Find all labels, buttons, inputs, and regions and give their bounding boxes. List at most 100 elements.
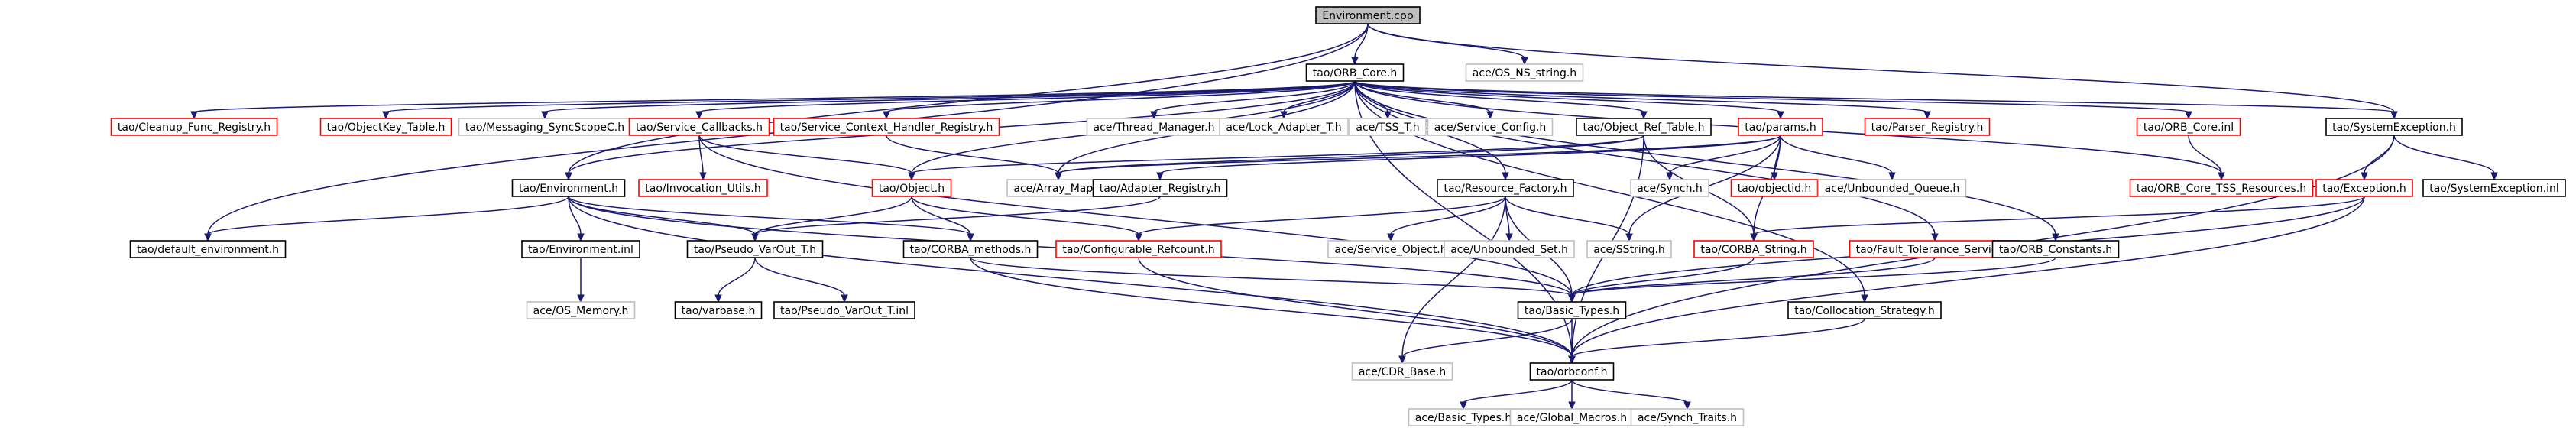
graph-node-cdr-base[interactable]: ace/CDR_Base.h — [1351, 362, 1453, 381]
dependency-arrowhead — [1502, 172, 1509, 181]
graph-node-corba-string[interactable]: tao/CORBA_String.h — [1693, 240, 1814, 258]
dependency-edge-line — [1058, 135, 1644, 174]
graph-node-os-memory[interactable]: ace/OS_Memory.h — [526, 301, 636, 319]
dependency-edge-line — [754, 196, 1161, 235]
dependency-edge — [698, 135, 707, 181]
dependency-arrowhead — [1568, 401, 1576, 410]
graph-node-box — [2315, 179, 2413, 197]
graph-node-resource-factory[interactable]: tao/Resource_Factory.h — [1437, 179, 1574, 197]
graph-node-label: ace/Global_Macros.h — [1517, 412, 1627, 424]
dependency-arrowhead — [204, 233, 212, 242]
dependency-edge — [1354, 80, 1648, 120]
graph-node-box — [1315, 6, 1421, 24]
dependency-arrowhead — [699, 172, 707, 181]
graph-node-tss-t[interactable]: ace/TSS_T.h — [1349, 118, 1427, 136]
graph-node-label: Environment.cpp — [1322, 10, 1413, 22]
graph-node-orbconf[interactable]: tao/orbconf.h — [1529, 362, 1615, 381]
graph-node-object-h[interactable]: tao/Object.h — [871, 179, 952, 197]
graph-node-unbounded-set[interactable]: ace/Unbounded_Set.h — [1444, 240, 1575, 258]
graph-node-label: tao/Parser_Registry.h — [1871, 122, 1984, 134]
graph-node-label: tao/varbase.h — [682, 305, 756, 317]
dependency-edge — [1354, 80, 1931, 120]
dependency-edge-line — [1571, 257, 1755, 297]
graph-node-svc-config[interactable]: ace/Service_Config.h — [1427, 118, 1554, 136]
graph-node-exception-h[interactable]: tao/Exception.h — [2315, 179, 2413, 197]
graph-node-thread-mgr[interactable]: ace/Thread_Manager.h — [1086, 118, 1222, 136]
graph-node-box — [686, 240, 824, 258]
graph-node-orb-core-h[interactable]: tao/ORB_Core.h — [1305, 63, 1405, 82]
graph-node-objectkey[interactable]: tao/ObjectKey_Table.h — [319, 118, 452, 136]
dependency-edge-line — [1505, 196, 1630, 235]
dependency-arrowhead — [2361, 172, 2368, 181]
graph-node-orb-core-tss[interactable]: tao/ORB_Core_TSS_Resources.h — [2129, 179, 2314, 197]
dependency-edge-line — [698, 135, 1573, 297]
dependency-arrowhead — [2218, 172, 2225, 181]
graph-node-label: tao/Object_Ref_Table.h — [1583, 122, 1704, 134]
graph-node-sys-exc-h[interactable]: tao/SystemException.h — [2325, 118, 2463, 136]
dependency-edge — [714, 257, 756, 303]
graph-node-box — [1517, 301, 1627, 319]
graph-node-configurable-refcount[interactable]: tao/Configurable_Refcount.h — [1055, 240, 1222, 258]
graph-node-box — [1529, 362, 1615, 381]
graph-node-sstring[interactable]: ace/SString.h — [1586, 240, 1672, 258]
node-layer: Environment.cpp tao/ORB_Core.h ace/OS_NS_s… — [110, 6, 2566, 426]
dependency-edge — [1460, 379, 1573, 410]
graph-node-synch-h[interactable]: ace/Synch.h — [1630, 179, 1709, 197]
graph-node-box — [511, 179, 626, 197]
dependency-edge — [1354, 80, 2192, 120]
graph-node-os-ns-string[interactable]: ace/OS_NS_string.h — [1465, 63, 1584, 82]
dependency-arrowhead — [1505, 233, 1513, 242]
graph-node-orb-core-inl[interactable]: tao/ORB_Core.inl — [2136, 118, 2241, 136]
graph-node-box — [129, 240, 287, 258]
dependency-arrowhead — [1666, 172, 1674, 181]
graph-node-array-map[interactable]: ace/Array_Map.h — [1006, 179, 1110, 197]
graph-node-invocation-utils[interactable]: tao/Invocation_Utils.h — [638, 179, 768, 197]
graph-node-lock-adapter[interactable]: ace/Lock_Adapter_T.h — [1219, 118, 1349, 136]
dependency-edge-line — [1367, 23, 2395, 113]
graph-node-messaging[interactable]: tao/Messaging_SyncScopeC.h — [458, 118, 632, 136]
graph-node-env-cpp[interactable]: Environment.cpp — [1315, 6, 1421, 24]
dependency-arrowhead — [2185, 111, 2192, 120]
graph-node-svc-ctx[interactable]: tao/Service_Context_Handler_Registry.h — [773, 118, 1000, 136]
dependency-arrowhead — [2490, 172, 2498, 181]
graph-node-varbase[interactable]: tao/varbase.h — [674, 301, 763, 319]
graph-node-label: tao/CORBA_methods.h — [910, 244, 1032, 256]
graph-node-obj-ref-table[interactable]: tao/Object_Ref_Table.h — [1576, 118, 1712, 136]
graph-node-basic-types-ace[interactable]: ace/Basic_Types.h — [1408, 408, 1519, 426]
graph-node-box — [871, 179, 952, 197]
graph-node-basic-types-tao[interactable]: tao/Basic_Types.h — [1517, 301, 1627, 319]
dependency-arrowhead — [1521, 57, 1528, 66]
graph-node-box — [526, 301, 636, 319]
graph-node-label: tao/Environment.inl — [528, 244, 633, 256]
graph-node-parser-reg[interactable]: tao/Parser_Registry.h — [1864, 118, 1991, 136]
graph-node-label: ace/Lock_Adapter_T.h — [1226, 122, 1341, 134]
dependency-edge — [1571, 379, 1691, 410]
graph-node-params[interactable]: tao/params.h — [1738, 118, 1823, 136]
graph-node-environment-h[interactable]: tao/Environment.h — [511, 179, 626, 197]
dependency-edge-line — [1463, 379, 1573, 404]
graph-node-corba-methods[interactable]: tao/CORBA_methods.h — [902, 240, 1039, 258]
graph-node-synch-traits[interactable]: ace/Synch_Traits.h — [1630, 408, 1745, 426]
dependency-edge-line — [385, 80, 1356, 113]
graph-node-global-macros[interactable]: ace/Global_Macros.h — [1509, 408, 1635, 426]
graph-node-box — [1586, 240, 1672, 258]
graph-node-pseudo-varout-inl[interactable]: tao/Pseudo_VarOut_T.inl — [773, 301, 915, 319]
graph-node-pseudo-varout-h[interactable]: tao/Pseudo_VarOut_T.h — [686, 240, 824, 258]
graph-node-adapter-reg[interactable]: tao/Adapter_Registry.h — [1092, 179, 1228, 197]
graph-node-box — [1351, 362, 1453, 381]
graph-node-svc-callbacks[interactable]: tao/Service_Callbacks.h — [628, 118, 770, 136]
graph-node-orb-constants[interactable]: tao/ORB_Constants.h — [1991, 240, 2120, 258]
graph-node-environment-inl[interactable]: tao/Environment.inl — [521, 240, 640, 258]
dependency-edge — [190, 80, 1356, 120]
graph-node-collocation[interactable]: tao/Collocation_Strategy.h — [1787, 301, 1942, 319]
graph-node-service-object[interactable]: ace/Service_Object.h — [1327, 240, 1454, 258]
graph-node-objectid[interactable]: tao/objectid.h — [1730, 179, 1819, 197]
graph-node-cleanup[interactable]: tao/Cleanup_Func_Registry.h — [110, 118, 278, 136]
graph-node-label: ace/Synch.h — [1637, 183, 1703, 195]
dependency-arrowhead — [841, 294, 848, 303]
graph-node-sys-exc-inl[interactable]: tao/SystemException.inl — [2422, 179, 2566, 197]
dependency-arrowhead — [1486, 111, 1494, 120]
graph-node-unbounded-queue[interactable]: ace/Unbounded_Queue.h — [1817, 179, 1967, 197]
graph-node-default-env[interactable]: tao/default_environment.h — [129, 240, 287, 258]
dependency-edge — [883, 80, 1356, 120]
